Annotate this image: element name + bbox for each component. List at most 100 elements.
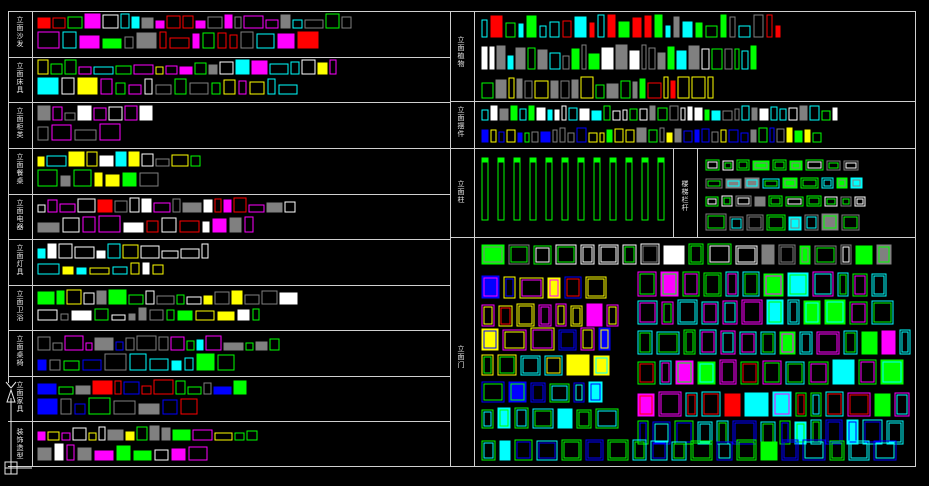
bed-block[interactable] (155, 66, 164, 75)
door-block[interactable] (558, 329, 577, 351)
door-block[interactable] (857, 247, 871, 263)
door-block[interactable] (481, 409, 494, 429)
door-block[interactable] (852, 273, 868, 297)
desk-block[interactable] (269, 338, 280, 351)
door-block[interactable] (534, 410, 552, 427)
column-block[interactable] (578, 157, 584, 163)
door-block[interactable] (738, 441, 755, 459)
sofa-block[interactable] (155, 20, 165, 29)
door-block[interactable] (572, 307, 581, 325)
desk-block[interactable] (184, 357, 194, 371)
sofa-block[interactable] (166, 15, 181, 29)
door-block[interactable] (812, 271, 834, 297)
appliance-block[interactable] (172, 198, 181, 213)
desk-block[interactable] (223, 342, 244, 351)
door-block[interactable] (816, 331, 840, 355)
lamp-block[interactable] (142, 262, 150, 275)
door-block[interactable] (862, 419, 883, 445)
door-block[interactable] (540, 306, 550, 325)
stair-block[interactable] (821, 213, 839, 231)
door-block[interactable] (632, 439, 647, 461)
door-block[interactable] (871, 300, 894, 325)
door-block[interactable] (510, 383, 525, 401)
door-block[interactable] (639, 395, 653, 415)
door-block[interactable] (560, 331, 575, 349)
plant-block[interactable] (720, 14, 727, 38)
furniture-block[interactable] (75, 385, 91, 395)
door-block[interactable] (802, 439, 826, 461)
railing-block[interactable] (805, 159, 824, 171)
door-block[interactable] (690, 245, 702, 263)
plant-block[interactable] (515, 47, 526, 70)
railing-block[interactable] (772, 159, 787, 171)
appliance-block[interactable] (97, 199, 113, 213)
furniture-block[interactable] (187, 386, 202, 395)
door-block[interactable] (516, 441, 531, 459)
desk-block[interactable] (171, 360, 182, 371)
door-block[interactable] (557, 305, 565, 325)
bed-block[interactable] (144, 78, 153, 95)
desk-block[interactable] (104, 353, 127, 371)
sofa-block[interactable] (280, 14, 291, 29)
door-block[interactable] (716, 441, 733, 461)
sofa-block[interactable] (234, 16, 242, 29)
door-block[interactable] (639, 302, 656, 323)
door-block[interactable] (794, 421, 807, 445)
door-block[interactable] (878, 246, 890, 263)
cabinet-block[interactable] (124, 105, 138, 121)
bathroom-block[interactable] (176, 294, 185, 305)
furniture-block[interactable] (233, 380, 247, 395)
door-block[interactable] (682, 271, 700, 297)
door-block[interactable] (514, 407, 529, 429)
railing-block[interactable] (707, 180, 721, 187)
door-block[interactable] (837, 272, 849, 297)
plant-block[interactable] (632, 81, 638, 99)
railing-block[interactable] (754, 162, 768, 169)
bathroom-block[interactable] (96, 290, 107, 305)
sofa-block[interactable] (292, 19, 303, 29)
door-block[interactable] (588, 305, 601, 325)
furniture-block[interactable] (203, 382, 212, 395)
plant-block[interactable] (657, 52, 666, 70)
appliance-block[interactable] (146, 220, 159, 233)
column-block[interactable] (529, 157, 537, 221)
door-block[interactable] (598, 244, 619, 265)
door-block[interactable] (502, 329, 527, 351)
cabinet-block[interactable] (51, 124, 72, 141)
bathroom-block[interactable] (186, 296, 202, 305)
dining-block[interactable] (94, 172, 103, 187)
railing-block[interactable] (826, 198, 836, 205)
ornament-block[interactable] (666, 132, 673, 143)
door-block[interactable] (639, 332, 651, 353)
bed-block[interactable] (189, 82, 209, 95)
appliance-block[interactable] (214, 198, 222, 213)
ornament-block[interactable] (561, 105, 567, 121)
door-block[interactable] (827, 421, 841, 443)
plant-block[interactable] (518, 23, 524, 38)
bathroom-block[interactable] (261, 290, 278, 305)
furniture-block[interactable] (37, 383, 57, 395)
door-block[interactable] (587, 278, 605, 297)
door-block[interactable] (536, 440, 558, 461)
plant-block[interactable] (505, 22, 516, 38)
door-block[interactable] (588, 381, 603, 403)
door-block[interactable] (742, 363, 757, 383)
railing-block[interactable] (756, 198, 764, 205)
door-block[interactable] (812, 394, 820, 415)
door-block[interactable] (848, 421, 857, 443)
door-block[interactable] (789, 274, 807, 295)
door-block[interactable] (721, 361, 735, 383)
railing-block[interactable] (735, 195, 752, 207)
bathroom-block[interactable] (138, 307, 147, 321)
railing-block[interactable] (824, 196, 838, 207)
door-block[interactable] (737, 247, 756, 263)
door-block[interactable] (557, 246, 575, 263)
door-block[interactable] (481, 440, 496, 461)
door-block[interactable] (814, 273, 832, 295)
bathroom-block[interactable] (166, 309, 175, 321)
furniture-block[interactable] (138, 403, 160, 415)
cabinet-block[interactable] (74, 129, 97, 141)
door-block[interactable] (661, 362, 670, 383)
lamp-block[interactable] (130, 262, 140, 275)
door-block[interactable] (566, 278, 580, 297)
